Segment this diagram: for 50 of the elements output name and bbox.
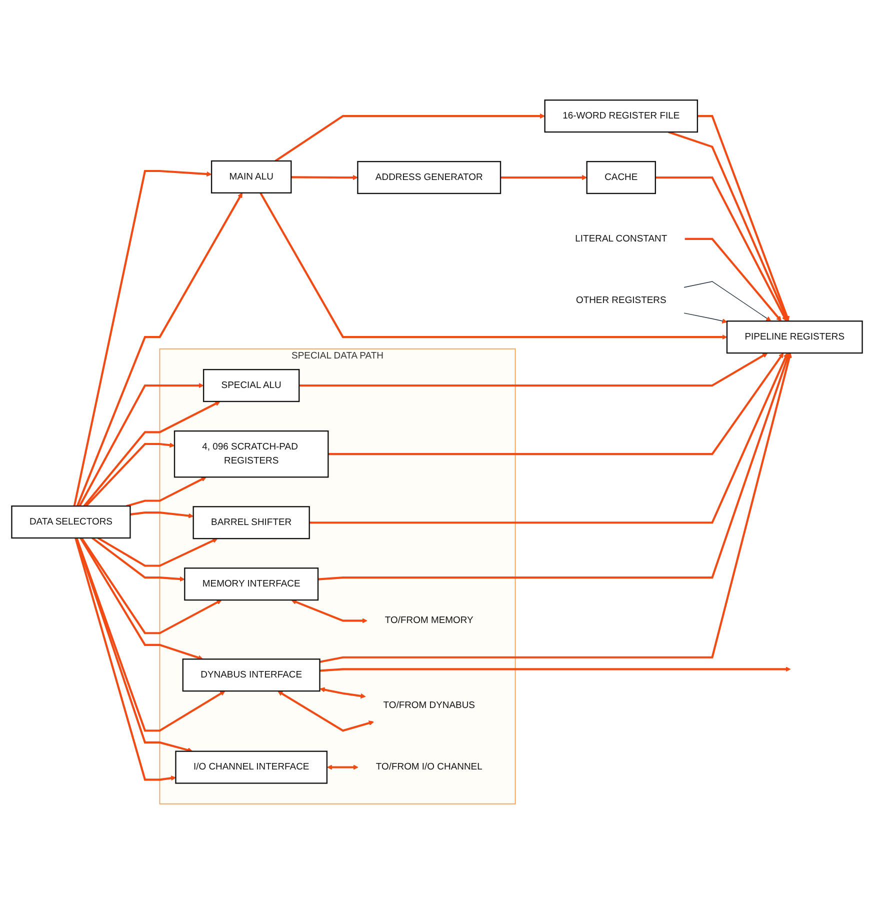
node-box: DATA SELECTORS xyxy=(10,505,130,539)
arrow xyxy=(308,352,788,524)
arrow xyxy=(328,352,784,456)
arrow xyxy=(75,538,225,732)
arrow xyxy=(319,666,790,672)
node-box: 16-WORD REGISTER FILE xyxy=(544,100,698,133)
node-box: I/O CHANNEL INTERFACE xyxy=(174,750,328,784)
arrow xyxy=(82,401,220,507)
arrow xyxy=(668,131,788,322)
arrow xyxy=(72,170,212,506)
arrow xyxy=(683,281,771,322)
arrow xyxy=(84,442,174,507)
node-text: TO/FROM DYNABUS xyxy=(382,700,474,711)
node-box: CACHE xyxy=(586,160,656,194)
node-box: PIPELINE REGISTERS xyxy=(726,320,862,354)
node-box: 4, 096 SCRATCH-PAD REGISTERS xyxy=(173,430,328,478)
node-box: SPECIAL ALU xyxy=(202,368,300,402)
arrow xyxy=(96,537,218,567)
arrow xyxy=(290,599,367,624)
arrow xyxy=(130,512,194,518)
arrow xyxy=(696,115,789,322)
arrow xyxy=(326,764,358,770)
arrow xyxy=(319,687,366,699)
arrow xyxy=(79,537,203,660)
arrow xyxy=(684,238,781,322)
node-text: OTHER REGISTERS xyxy=(575,295,666,306)
arrow xyxy=(76,192,242,506)
node-text: LITERAL CONSTANT xyxy=(574,234,667,244)
arrow xyxy=(91,537,184,582)
arrow xyxy=(298,352,768,387)
node-box: ADDRESS GENERATOR xyxy=(356,160,501,194)
node-text: TO/FROM MEMORY xyxy=(384,615,473,626)
arrow xyxy=(290,174,358,180)
arrow xyxy=(654,176,786,322)
node-text: TO/FROM I/O CHANNEL xyxy=(375,762,482,772)
arrow xyxy=(683,312,727,324)
arrow xyxy=(259,192,727,340)
arrow xyxy=(80,537,222,634)
node-box: MEMORY INTERFACE xyxy=(184,568,318,601)
arrow xyxy=(500,174,587,180)
arrow xyxy=(319,352,792,663)
arrow xyxy=(274,113,545,162)
node-box: BARREL SHIFTER xyxy=(192,506,310,540)
arrow xyxy=(277,690,374,732)
node-box: DYNABUS INTERFACE xyxy=(182,658,320,692)
node-box: MAIN ALU xyxy=(210,160,292,194)
arrow xyxy=(317,352,790,580)
arrow xyxy=(78,382,204,507)
arrow xyxy=(126,476,206,508)
arrow xyxy=(74,538,176,781)
